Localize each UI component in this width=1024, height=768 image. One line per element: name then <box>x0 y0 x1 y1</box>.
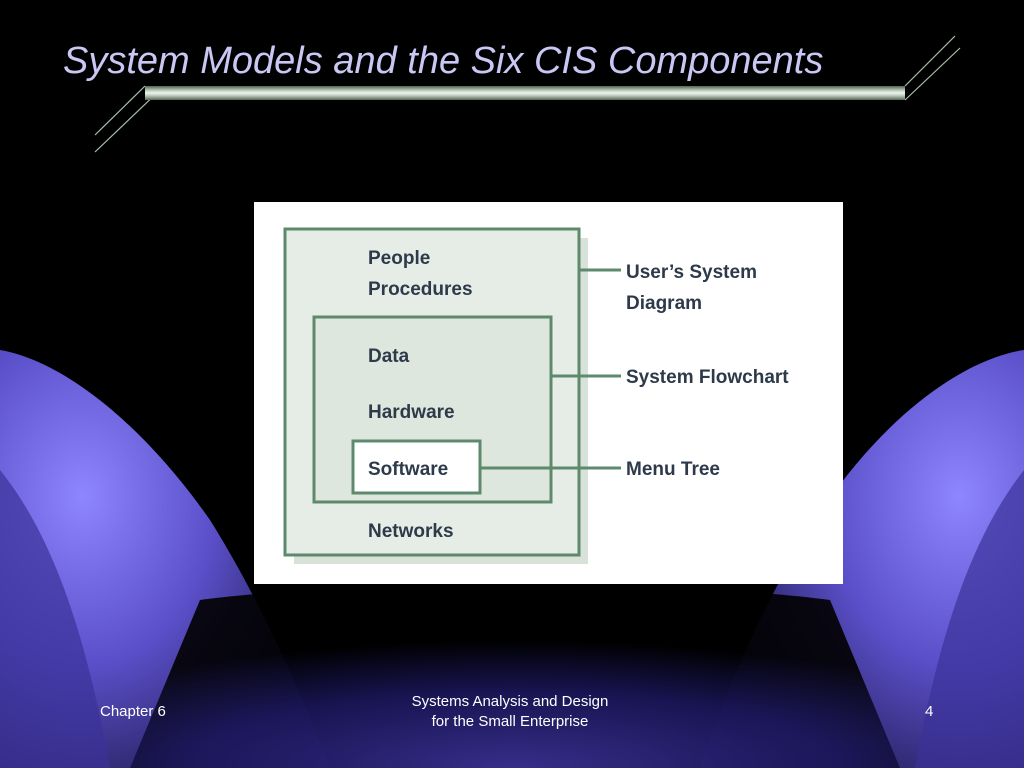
component-hardware: Hardware <box>368 402 455 423</box>
component-procedures: Procedures <box>368 279 473 300</box>
component-people: People <box>368 248 430 269</box>
model-users-system-line1: User’s System <box>626 262 757 283</box>
component-data: Data <box>368 346 410 367</box>
title-underline <box>145 86 905 100</box>
component-software: Software <box>368 459 448 480</box>
decorative-lines <box>94 35 961 153</box>
footer-course-line2: for the Small Enterprise <box>431 713 589 730</box>
footer-course-line1: Systems Analysis and Design <box>411 693 609 710</box>
footer-chapter: Chapter 6 <box>100 703 166 720</box>
model-users-system-line2: Diagram <box>626 293 702 314</box>
model-system-flowchart: System Flowchart <box>626 367 789 388</box>
slide-number: 4 <box>925 703 934 720</box>
slide-title: System Models and the Six CIS Components <box>63 40 824 82</box>
component-networks: Networks <box>368 521 454 542</box>
model-menu-tree: Menu Tree <box>626 459 720 480</box>
footer-course-title: Systems Analysis and Design for the Smal… <box>360 692 660 732</box>
diagram-canvas: People Procedures Data Hardware Software… <box>283 227 789 564</box>
cis-components-diagram: People Procedures Data Hardware Software… <box>254 202 843 584</box>
software-box <box>351 439 482 495</box>
